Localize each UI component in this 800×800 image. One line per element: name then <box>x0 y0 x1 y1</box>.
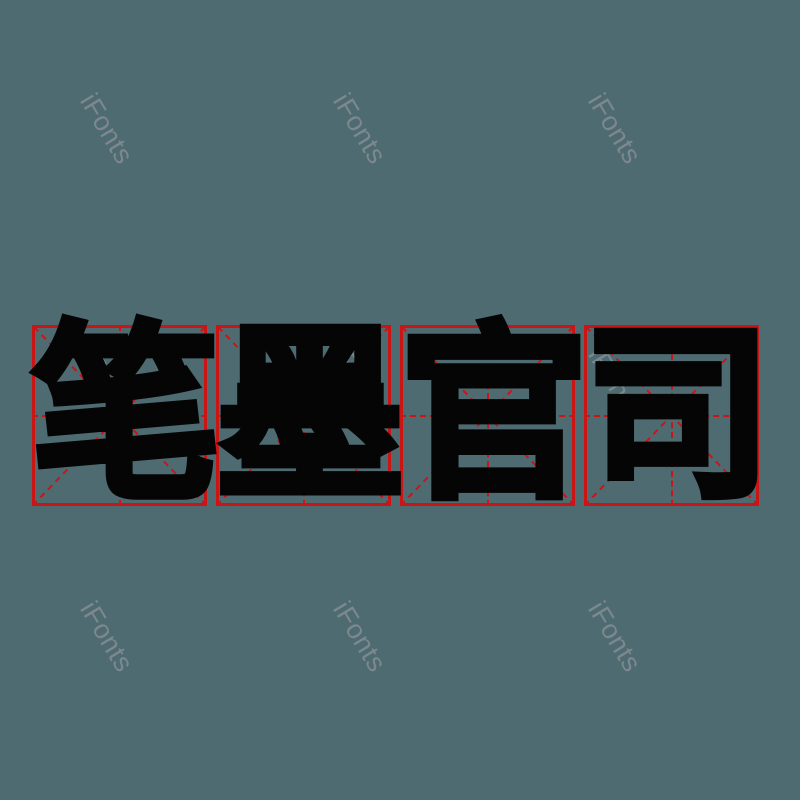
watermark-text: iFonts <box>327 88 393 170</box>
grid-diagonal-guides <box>400 325 575 506</box>
character-si: 司 <box>581 305 776 525</box>
character-bi: 笔 <box>29 305 224 525</box>
grid-diagonal-guides <box>216 325 391 506</box>
character-cell: 官 <box>397 318 592 513</box>
watermark-text: iFonts <box>582 596 648 678</box>
character-cell: 司 <box>581 318 776 513</box>
character-guan: 官 <box>397 305 592 525</box>
character-mo: 墨 <box>213 305 408 525</box>
watermark-text: iFonts <box>327 596 393 678</box>
watermark-text: iFonts <box>74 88 140 170</box>
character-cell: 墨 <box>213 318 408 513</box>
watermark-text: iFonts <box>582 88 648 170</box>
grid-diagonal-guides <box>32 325 207 506</box>
grid-diagonal-guides <box>584 325 759 506</box>
watermark-text: iFonts <box>74 596 140 678</box>
character-cell: 笔 <box>29 318 224 513</box>
character-grid-row: 笔墨官司 <box>29 318 776 513</box>
